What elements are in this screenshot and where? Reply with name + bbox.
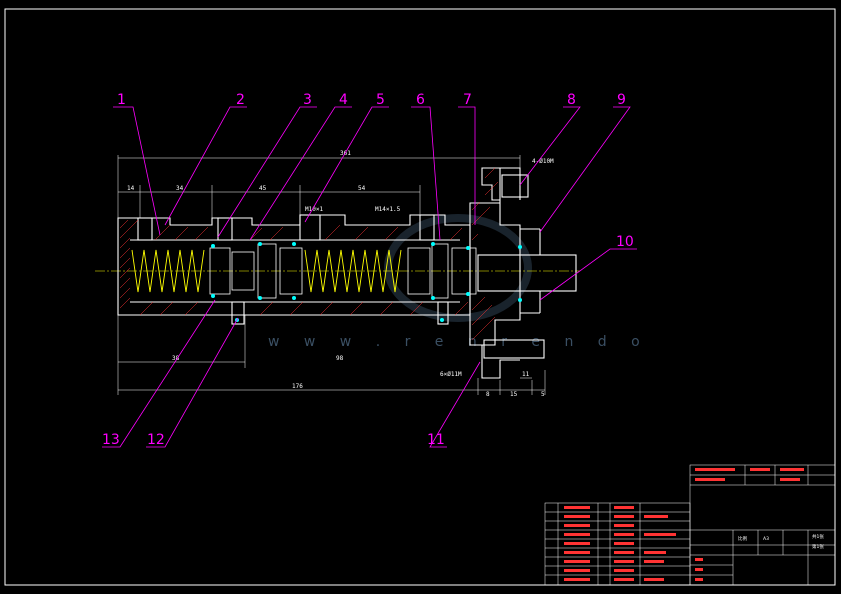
part-label-12: 12 <box>147 432 165 448</box>
dim-flange-top: 4-Ø10M <box>532 158 554 165</box>
watermark: w w w . r e n r e n d o <box>268 334 650 350</box>
part-label-1: 1 <box>117 92 126 108</box>
dim-11: 11 <box>522 371 530 378</box>
dim-5: 5 <box>541 391 545 398</box>
dim-38: 38 <box>172 355 180 362</box>
part-label-9: 9 <box>617 92 626 108</box>
dim-overall: 361 <box>340 150 351 157</box>
part-label-5: 5 <box>376 92 385 108</box>
part-label-11: 11 <box>427 432 445 448</box>
part-label-2: 2 <box>236 92 245 108</box>
part-label-4: 4 <box>339 92 348 108</box>
dim-54: 54 <box>358 185 366 192</box>
dim-flange-bot: 6×Ø11M <box>440 371 462 378</box>
title-scale: A3 <box>763 536 769 542</box>
leader-lines <box>102 106 637 448</box>
valve-body <box>117 167 577 379</box>
dim-thread2: M14×1.5 <box>375 206 401 213</box>
title-block-marks <box>695 468 804 581</box>
title-block <box>689 464 836 586</box>
part-label-13: 13 <box>102 432 120 448</box>
title-sheet-a: 共1张 <box>812 533 824 540</box>
dim-15: 15 <box>510 391 518 398</box>
dimension-lines <box>117 155 546 395</box>
part-label-3: 3 <box>303 92 312 108</box>
section-hatching <box>119 167 499 341</box>
part-label-8: 8 <box>567 92 576 108</box>
title-scale-label: 比例 <box>738 535 747 542</box>
seals <box>211 242 522 322</box>
dim-14: 14 <box>127 185 135 192</box>
spool-parts <box>209 243 477 299</box>
part-label-6: 6 <box>416 92 425 108</box>
dim-8: 8 <box>486 391 490 398</box>
dim-thread1: M10×1 <box>305 206 323 213</box>
dim-176: 176 <box>292 383 303 390</box>
watermark-logo <box>384 214 532 322</box>
dim-98: 98 <box>336 355 344 362</box>
part-label-7: 7 <box>463 92 472 108</box>
springs <box>131 249 402 293</box>
outer-frame <box>4 8 836 586</box>
dim-45: 45 <box>259 185 267 192</box>
part-label-10: 10 <box>616 234 634 250</box>
title-sheet-b: 第1张 <box>812 543 824 550</box>
parts-list-entries <box>564 506 676 581</box>
parts-list <box>544 502 691 586</box>
dim-34: 34 <box>176 185 184 192</box>
